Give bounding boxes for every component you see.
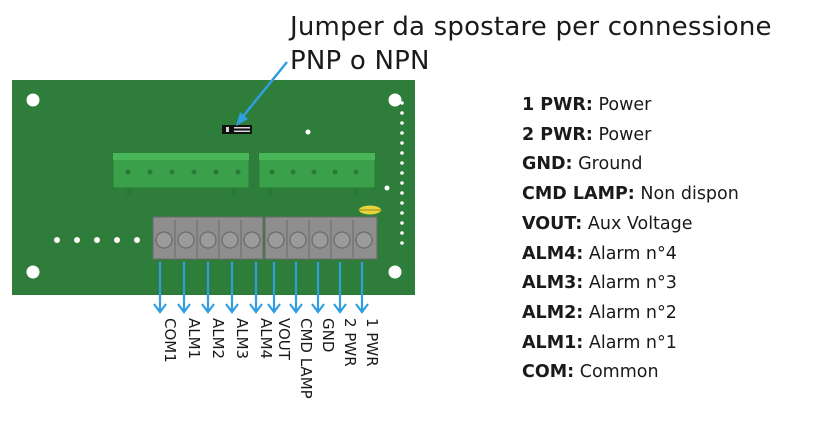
pin-label-alm1: ALM1: [185, 318, 203, 359]
legend-row-cmd-lamp: CMD LAMP: Non dispon: [522, 180, 739, 210]
mounting-hole: [26, 265, 40, 279]
legend-key: COM:: [522, 362, 575, 383]
legend-key: 1 PWR:: [522, 95, 593, 115]
pin-labels: COM1 ALM1 ALM2 ALM3 ALM4 VOUT CMD LAMP G…: [161, 318, 381, 399]
legend-row-alm2: ALM2: Alarm n°2: [522, 299, 739, 329]
legend-key: ALM4:: [522, 243, 584, 264]
legend-key: VOUT:: [522, 213, 583, 234]
legend-row-2-pwr: 2 PWR: Power: [522, 121, 739, 151]
via: [305, 129, 311, 135]
legend-desc: Ground: [578, 154, 643, 175]
pin-label-1-pwr: 1 PWR: [363, 318, 381, 367]
pin-label-alm4: ALM4: [257, 318, 275, 359]
pin-legend: 1 PWR: Power 2 PWR: Power GND: Ground CM…: [522, 91, 739, 388]
capacitor: [358, 205, 382, 215]
legend-key: ALM2:: [522, 302, 584, 323]
pad-row: [54, 237, 140, 243]
pin-label-alm2: ALM2: [209, 318, 227, 359]
jumper-callout: Jumper da spostare per connessione PNP o…: [290, 10, 772, 78]
pin-label-2-pwr: 2 PWR: [341, 318, 359, 367]
legend-row-alm3: ALM3: Alarm n°3: [522, 269, 739, 299]
legend-desc: Alarm n°3: [588, 273, 677, 294]
legend-row-com: COM: Common: [522, 358, 739, 388]
legend-row-1-pwr: 1 PWR: Power: [522, 91, 739, 121]
callout-line-1: Jumper da spostare per connessione: [290, 12, 772, 42]
jumper: [222, 125, 252, 134]
legend-desc: Power: [598, 124, 652, 145]
legend-desc: Non dispon: [640, 184, 739, 205]
edge-pin-row: [400, 101, 404, 245]
callout-line-2: PNP o NPN: [290, 46, 430, 76]
via: [384, 185, 390, 191]
legend-desc: Alarm n°4: [588, 243, 677, 264]
pin-label-alm3: ALM3: [233, 318, 251, 359]
legend-desc: Alarm n°1: [588, 332, 677, 353]
callout-arrow: [236, 61, 288, 126]
legend-key: CMD LAMP:: [522, 184, 635, 205]
pin-label-cmd-lamp: CMD LAMP: [297, 318, 315, 399]
terminal-block-right: [264, 216, 378, 260]
legend-key: GND:: [522, 154, 573, 175]
pin-label-com1: COM1: [161, 318, 179, 363]
mounting-hole: [388, 265, 402, 279]
legend-key: 2 PWR:: [522, 124, 593, 145]
legend-key: ALM1:: [522, 332, 584, 353]
pin-label-vout: VOUT: [275, 318, 293, 361]
legend-row-alm1: ALM1: Alarm n°1: [522, 329, 739, 359]
pin-arrows: [153, 262, 369, 314]
legend-desc: Power: [598, 95, 652, 115]
green-connector-left: [112, 152, 250, 196]
legend-row-gnd: GND: Ground: [522, 150, 739, 180]
legend-key: ALM3:: [522, 273, 584, 294]
legend-desc: Alarm n°2: [588, 302, 677, 323]
legend-desc: Aux Voltage: [587, 213, 693, 234]
mounting-hole: [26, 93, 40, 107]
terminal-block-left: [152, 216, 264, 260]
legend-row-alm4: ALM4: Alarm n°4: [522, 240, 739, 270]
pin-label-gnd: GND: [319, 318, 337, 352]
green-connector-right: [258, 152, 376, 196]
legend-row-vout: VOUT: Aux Voltage: [522, 210, 739, 240]
legend-desc: Common: [579, 362, 659, 383]
mounting-hole: [388, 93, 402, 107]
